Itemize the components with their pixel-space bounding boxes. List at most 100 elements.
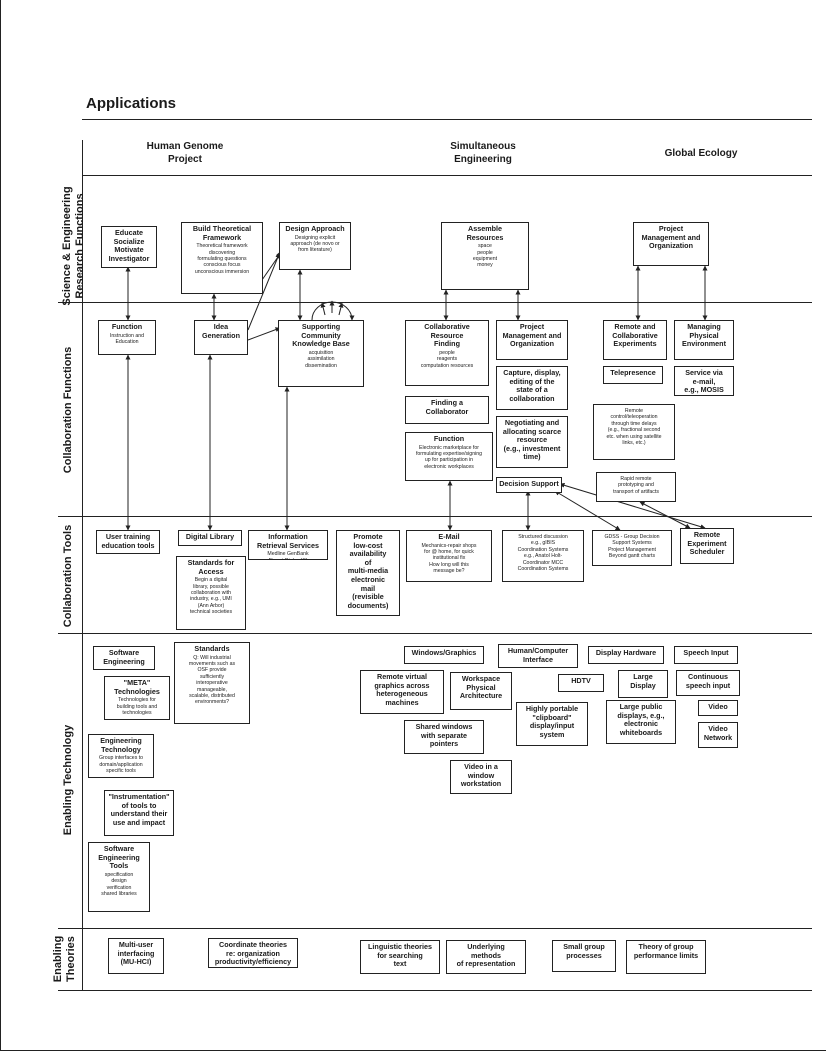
multi-user-box: Multi-user interfacing (MU-HCI) xyxy=(108,938,164,974)
standards-body: Q: Will industrial movements such as OSF… xyxy=(188,654,236,706)
educate-box: Educate Socialize Motivate Investigator xyxy=(101,226,157,268)
project-mgmt-top-box: Project Management and Organization xyxy=(633,222,709,266)
promote-box: Promote low-cost availability of multi-m… xyxy=(336,530,400,616)
sw-eng-box: Software Engineering xyxy=(93,646,155,670)
standards-access-box: Standards for Access Begin a digital lib… xyxy=(176,556,246,630)
small-group-title: Small group processes xyxy=(563,942,605,960)
large-display-title: Large Display xyxy=(630,672,656,690)
supporting-kb-box: Supporting Community Knowledge Base acqu… xyxy=(278,320,364,387)
function-instruction-box: Function Instruction and Education xyxy=(98,320,156,355)
row-rule-research xyxy=(58,302,812,303)
row-label-theory: Enabling Theories xyxy=(52,935,77,983)
build-framework-title: Build Theoretical Framework xyxy=(192,224,252,242)
display-hw-title: Display Hardware xyxy=(595,648,657,657)
group-perf-title: Theory of group performance limits xyxy=(633,942,699,960)
educate-box-title: Educate Socialize Motivate Investigator xyxy=(108,228,150,263)
sw-eng-title: Software Engineering xyxy=(103,648,145,666)
remote-virtual-box: Remote virtual graphics across heterogen… xyxy=(360,670,444,714)
remote-collab-box: Remote and Collaborative Experiments xyxy=(603,320,667,360)
group-perf-box: Theory of group performance limits xyxy=(626,940,706,974)
negotiating-title: Negotiating and allocating scarce resour… xyxy=(502,418,562,462)
speech-input-title: Speech Input xyxy=(683,648,729,657)
supporting-kb-title: Supporting Community Knowledge Base xyxy=(292,322,350,349)
function-instruction-title: Function xyxy=(111,322,143,331)
row-label-tools: Collaboration Tools xyxy=(62,524,74,628)
eng-tech-box: Engineering Technology Group interfaces … xyxy=(88,734,154,778)
remote-scheduler-box: Remote Experiment Scheduler xyxy=(680,528,734,564)
finding-collab-title: Finding a Collaborator xyxy=(425,398,469,416)
video-network-title: Video Network xyxy=(703,724,733,742)
row-rule-collab xyxy=(58,516,812,517)
eng-tech-title: Engineering Technology xyxy=(100,736,142,754)
standards-box: Standards Q: Will industrial movements s… xyxy=(174,642,250,724)
assemble-title: Assemble Resources xyxy=(466,224,504,242)
sw-eng-tools-title: Software Engineering Tools xyxy=(98,844,140,871)
negotiating-box: Negotiating and allocating scarce resour… xyxy=(496,416,568,468)
video-title: Video xyxy=(708,702,728,711)
portable-clipboard-box: Highly portable "clipboard" display/inpu… xyxy=(516,702,588,746)
function-market-box: Function Electronic marketplace for form… xyxy=(405,432,493,481)
digital-library-box: Digital Library xyxy=(178,530,242,546)
project-mgmt-mid-title: Project Management and Organization xyxy=(502,322,562,349)
design-approach-box: Design Approach Designing explicit appro… xyxy=(279,222,351,270)
windows-graphics-box: Windows/Graphics xyxy=(404,646,484,664)
info-retrieval-box: Information Retrieval Services Medline G… xyxy=(248,530,328,560)
function-instruction-body: Instruction and Education xyxy=(109,332,145,345)
workspace-title: Workspace Physical Architecture xyxy=(459,674,503,701)
function-market-body: Electronic marketplace for formulating e… xyxy=(415,444,483,470)
meta-tech-title: "META" Technologies xyxy=(114,678,160,696)
row-label-research: Science & Engineering Research Functions xyxy=(61,186,86,306)
column-header-engineering: Simultaneous Engineering xyxy=(450,141,516,165)
remote-collab-title: Remote and Collaborative Experiments xyxy=(612,322,658,349)
supporting-kb-body: acquisition assimilation dissemination xyxy=(305,349,337,369)
collab-resource-box: Collaborative Resource Finding people re… xyxy=(405,320,489,386)
coordinate-title: Coordinate theories re: organization pro… xyxy=(214,940,292,967)
capture-title: Capture, display, editing of the state o… xyxy=(503,368,561,403)
build-framework-box: Build Theoretical Framework Theoretical … xyxy=(181,222,263,294)
remote-control-body: Remote control/teleoperation through tim… xyxy=(606,408,662,447)
underlying-title: Underlying methods of representation xyxy=(456,942,516,969)
linguistic-title: Linguistic theories for searching text xyxy=(368,942,432,969)
coordinate-box: Coordinate theories re: organization pro… xyxy=(208,938,298,968)
gdss-box: GDSS - Group Decision Support Systems Pr… xyxy=(592,530,672,566)
eng-tech-body: Group interfaces to domain/application s… xyxy=(98,755,144,774)
video-network-box: Video Network xyxy=(698,722,738,748)
remote-virtual-title: Remote virtual graphics across heterogen… xyxy=(374,672,430,707)
meta-tech-body: Technologies for building tools and tech… xyxy=(116,697,158,716)
rapid-remote-box: Rapid remote prototyping and transport o… xyxy=(596,472,676,502)
video-box: Video xyxy=(698,700,738,716)
decision-support-box: Decision Support xyxy=(496,477,562,493)
capture-box: Capture, display, editing of the state o… xyxy=(496,366,568,410)
collab-resource-body: people reagents computation resources xyxy=(420,349,474,369)
digital-library-title: Digital Library xyxy=(185,532,235,541)
sw-eng-tools-box: Software Engineering Tools specification… xyxy=(88,842,150,912)
info-retrieval-title: Information Retrieval Services xyxy=(257,532,319,550)
header-rule xyxy=(82,175,812,176)
design-approach-body: Designing explicit approach (de novo or … xyxy=(290,234,340,254)
build-framework-body: Theoretical framework discovering formul… xyxy=(194,243,250,275)
row-label-collab: Collaboration Functions xyxy=(62,346,74,474)
service-email-box: Service via e-mail, e.g., MOSIS xyxy=(674,366,734,396)
column-header-ecology: Global Ecology xyxy=(664,148,738,159)
remote-scheduler-title: Remote Experiment Scheduler xyxy=(687,530,727,557)
assemble-body: space people equipment money xyxy=(472,243,498,269)
decision-support-title: Decision Support xyxy=(499,479,559,488)
video-window-box: Video in a window workstation xyxy=(450,760,512,794)
small-group-box: Small group processes xyxy=(552,940,616,972)
project-mgmt-top-title: Project Management and Organization xyxy=(641,224,701,251)
standards-title: Standards xyxy=(194,644,230,653)
row-label-tech: Enabling Technology xyxy=(62,724,74,836)
speech-input-box: Speech Input xyxy=(674,646,738,664)
gdss-body: GDSS - Group Decision Support Systems Pr… xyxy=(604,534,660,560)
continuous-speech-box: Continuous speech input xyxy=(676,670,740,696)
structured-discussion-body: Structured discussion e.g., gIBIS Coordi… xyxy=(517,534,569,573)
instrumentation-title: "Instrumentation" of tools to understand… xyxy=(108,792,170,827)
diagram-title: Applications xyxy=(86,95,177,112)
column-header-genome: Human Genome Project xyxy=(146,141,224,165)
idea-generation-title: Idea Generation xyxy=(202,322,240,340)
display-hw-box: Display Hardware xyxy=(588,646,664,664)
standards-access-title: Standards for Access xyxy=(187,558,235,576)
large-public-title: Large public displays, e.g., electronic … xyxy=(617,702,665,737)
row-rule-tech xyxy=(58,928,812,929)
remote-control-box: Remote control/teleoperation through tim… xyxy=(593,404,675,460)
